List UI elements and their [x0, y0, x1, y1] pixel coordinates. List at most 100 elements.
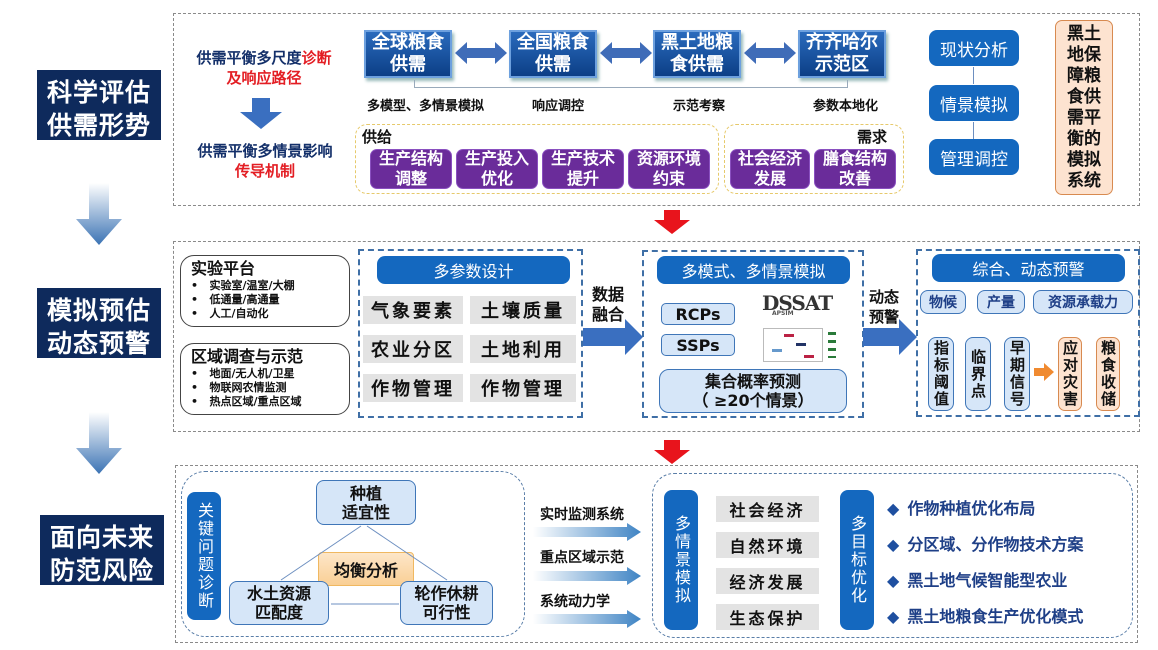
mechanism-red: 传导机制 — [234, 162, 295, 180]
outcome-text: 作物种植优化布局 — [907, 499, 1036, 518]
stage-label-future: 面向未来 防范风险 — [40, 515, 164, 585]
stage-label-assess: 科学评估 供需形势 — [37, 70, 161, 140]
fusion-line: 融合 — [592, 305, 625, 324]
gradient-arrow-icon — [533, 610, 641, 628]
survey-item: • 物联网农情监测 — [191, 381, 287, 394]
stage-label-line: 模拟预估 — [46, 296, 151, 325]
demand-line: 社会经济 — [737, 149, 802, 168]
scale-label: 多模型、多情景模拟 — [367, 99, 485, 114]
node-rotation: 轮作休耕可行性 — [400, 581, 493, 625]
node-balance: 均衡分析 — [318, 552, 414, 586]
stage-label-line: 防范风险 — [49, 556, 154, 585]
survey-item-text: 地面/无人机/卫星 — [209, 367, 295, 380]
scale-line: 黑土地粮 — [661, 32, 733, 53]
platform-item-text: 低通量/高通量 — [209, 293, 280, 306]
platform-item-text: 实验室/温室/大棚 — [209, 279, 295, 292]
right-arrow-icon — [863, 319, 917, 355]
platform-item: • 人工/自动化 — [191, 307, 269, 320]
diamond-bullet-icon: ◆ — [887, 571, 900, 590]
supply-line: 生产投入 — [464, 149, 529, 168]
system-title: 黑土地保障粮食供需平衡的模拟系统 — [1067, 23, 1101, 191]
param-cell: 土地利用 — [470, 335, 576, 363]
ensemble-line: 集合概率预测 — [704, 372, 801, 391]
survey-item: • 地面/无人机/卫星 — [191, 367, 295, 380]
scenario-cell: 生态保护 — [716, 604, 819, 630]
red-down-arrow-icon — [654, 440, 690, 464]
flow-status-analysis: 现状分析 — [929, 30, 1019, 66]
scale-bracket-line — [414, 80, 848, 88]
response-disaster: 应对灾害 — [1058, 337, 1082, 411]
node-line: 适宜性 — [341, 502, 390, 522]
node-water-soil: 水土资源匹配度 — [229, 581, 329, 625]
model-table-thumbnail — [763, 328, 823, 362]
method-label: 重点区域示范 — [540, 550, 624, 566]
supply-item: 生产结构调整 — [370, 149, 452, 189]
platform-box: 实验平台 • 实验室/温室/大棚 • 低通量/高通量 • 人工/自动化 — [180, 255, 350, 327]
signal-threshold: 指标阈值 — [928, 337, 954, 411]
factor-carrying-capacity: 资源承载力 — [1033, 290, 1133, 314]
apsim-logo-text: APSIM — [772, 310, 794, 317]
flow-arrow — [973, 122, 974, 139]
supply-title: 供给 — [362, 128, 393, 146]
signal-early: 早期信号 — [1004, 337, 1030, 411]
models-title: 多模式、多情景模拟 — [657, 256, 850, 284]
scale-label: 响应调控 — [532, 99, 585, 114]
factor-phenology: 物候 — [920, 290, 966, 314]
demand-line: 膳食结构 — [822, 149, 887, 168]
node-line: 匹配度 — [254, 603, 303, 622]
param-cell: 作物管理 — [470, 374, 576, 402]
section-future-panel — [175, 465, 1138, 643]
flow-management: 管理调控 — [929, 139, 1019, 175]
relation-connectors — [280, 525, 448, 605]
survey-box: 区域调查与示范 • 地面/无人机/卫星 • 物联网农情监测 • 热点区域/重点区… — [180, 343, 350, 415]
supply-line: 优化 — [480, 169, 513, 188]
outcome-text: 黑土地粮食生产优化模式 — [907, 607, 1084, 626]
double-arrow-icon — [744, 42, 796, 64]
survey-item: • 热点区域/重点区域 — [191, 395, 302, 408]
demand-item: 社会经济发展 — [730, 149, 810, 189]
diagnosis-red-line2: 及响应路径 — [226, 69, 302, 87]
param-cell: 土壤质量 — [470, 296, 576, 324]
warning-label: 动态 预警 — [869, 287, 899, 327]
method-label: 实时监测系统 — [540, 507, 624, 523]
scale-line: 食供需 — [670, 54, 724, 75]
params-title: 多参数设计 — [377, 256, 570, 284]
diamond-bullet-icon: ◆ — [887, 499, 900, 518]
scenario-label: 多情景模拟 — [664, 490, 698, 630]
warning-label-line: 预警 — [869, 308, 900, 326]
right-arrow-icon — [583, 319, 643, 355]
scenario-rcps: RCPs — [661, 303, 735, 325]
flow-arrow — [973, 67, 974, 84]
scale-label: 示范考察 — [673, 99, 726, 114]
outcome-item: ◆分区域、分作物技术方案 — [887, 532, 1083, 558]
scale-box-national: 全国粮食供需 — [509, 30, 597, 78]
survey-title: 区域调查与示范 — [191, 347, 304, 366]
warning-label-line: 动态 — [869, 288, 900, 306]
supply-line: 提升 — [566, 169, 599, 188]
gradient-arrow-icon — [533, 567, 641, 585]
supply-line: 约束 — [652, 169, 685, 188]
scale-line: 供需 — [535, 54, 571, 75]
supply-line: 生产结构 — [378, 149, 443, 168]
platform-title: 实验平台 — [191, 259, 256, 278]
fusion-line: 数据 — [592, 285, 625, 304]
param-cell: 作物管理 — [363, 374, 463, 402]
outcome-item: ◆ 作物种植优化布局 — [887, 496, 1083, 522]
scenario-cell: 社会经济 — [716, 496, 819, 522]
down-arrow-icon — [76, 412, 122, 474]
node-suitability: 种植适宜性 — [316, 480, 416, 525]
node-line: 可行性 — [422, 603, 471, 622]
outcome-item: ◆黑土地粮食生产优化模式 — [887, 604, 1083, 630]
scale-line: 示范区 — [815, 54, 869, 75]
flow-scenario-sim: 情景模拟 — [929, 85, 1019, 121]
scale-box-global: 全球粮食供需 — [364, 30, 452, 78]
method-label: 系统动力学 — [540, 594, 610, 610]
scenario-cell: 自然环境 — [716, 532, 819, 558]
ensemble-box: 集合概率预测（ ≥20个情景） — [659, 369, 847, 413]
scale-line: 供需 — [390, 54, 426, 75]
diagnosis-normal: 供需平衡多尺度 — [196, 49, 302, 67]
red-down-arrow-icon — [654, 210, 690, 234]
node-line: 种植 — [349, 483, 382, 503]
gradient-arrow-icon — [533, 523, 641, 541]
dssat-logo: DSSAT APSIM — [762, 292, 842, 320]
